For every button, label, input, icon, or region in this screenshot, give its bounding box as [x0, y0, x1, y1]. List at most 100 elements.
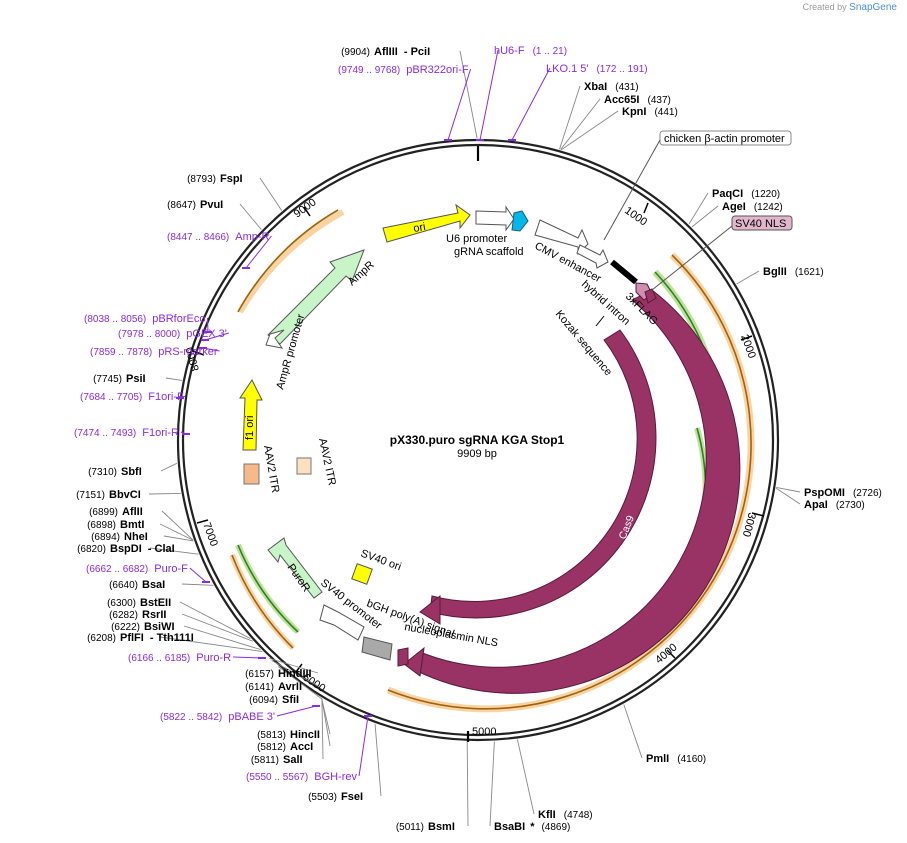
site-position: (7745): [93, 374, 122, 385]
site-name: BbvCI: [109, 489, 141, 501]
site-leader-line: [161, 510, 194, 541]
plasmid-length: 9909 bp: [457, 448, 497, 460]
nucleoplasmin-nls-block: [397, 647, 409, 667]
site-leader-line: [165, 377, 183, 381]
callouts: chicken β-actin promoter SV40 NLS: [603, 130, 793, 291]
site-leader-line: [148, 493, 181, 495]
site-position: (5503): [308, 792, 337, 803]
site-bspdi-25: (6820)BspDI- ClaI: [77, 543, 199, 555]
site-leader-line: [776, 486, 801, 493]
site-hindiii-19: (6157)HindIII: [245, 657, 319, 680]
site-bsai-24: (6640) BsaI: [109, 579, 214, 591]
restriction-sites: (9904)AflIII- PciI(431)XbaI(437)Acc65I(4…: [76, 46, 882, 833]
site-name: PspOMI: [804, 487, 845, 499]
tick-9000: [303, 206, 311, 217]
site-psii-31: (7745) PsiI: [93, 373, 183, 385]
site-paqci-4: (1220)PaqCI: [688, 188, 780, 225]
site-position: (5811): [251, 755, 279, 766]
site-position: (2726): [853, 488, 882, 499]
plasmid-title: pX330.puro sgRNA KGA Stop1 9909 bp: [390, 433, 565, 460]
tick-label-7000: 7000: [200, 521, 220, 548]
tick-1000: [643, 202, 649, 214]
site-position: (4748): [564, 810, 593, 821]
site-leader-line: [561, 110, 619, 151]
site-name: PflFI: [120, 632, 144, 644]
site-kpni-3: (441)KpnI: [561, 106, 678, 151]
site-leader-line: [736, 270, 760, 285]
site-leader-line: [623, 704, 643, 759]
left-features: AmpR AmpR promoter f1 ori AAV2 ITR AAV2 …: [239, 249, 377, 494]
primer-range: (1 .. 21): [533, 46, 567, 57]
aav2-itr-left-label: AAV2 ITR: [261, 444, 281, 493]
primer-3: (8447 .. 8466)Amp-R: [167, 231, 272, 269]
primer-leader-line: [276, 705, 317, 717]
site-bsteii-23: (6300)BstEII: [107, 597, 251, 639]
site-leader-line: [321, 698, 331, 735]
site-name: BglII: [763, 266, 787, 278]
site-position: (5813): [257, 730, 286, 741]
cas9-arrowhead-outer: [403, 646, 425, 677]
site-name: BspDI: [110, 543, 142, 555]
site-leader-line: [271, 660, 319, 687]
tick-8000: [192, 350, 205, 356]
site-name: PmlI: [646, 753, 669, 765]
primer-leader-line: [245, 235, 272, 269]
site-bbvci-29: (7151)BbvCI: [76, 489, 181, 501]
sv40-nls-callout-line: [651, 225, 733, 291]
site-extra-name: *: [530, 821, 535, 833]
site-position: (5011): [396, 822, 424, 833]
primer-range: (6662 .. 6682): [86, 564, 148, 575]
f1-ori-arrow: [239, 379, 263, 451]
site-nhei-26: (6894)NheI: [91, 531, 194, 543]
site-name: BsaI: [142, 579, 165, 591]
site-name: XbaI: [584, 81, 607, 93]
primer-9: (6662 .. 6682)Puro-F: [86, 563, 210, 583]
chicken-actin-promoter-arrow: [576, 244, 609, 269]
ampr-promoter-arrow: [265, 329, 285, 349]
site-afliii-0: (9904)AflIII- PciI: [341, 46, 478, 139]
site-position: (9904): [341, 47, 370, 58]
site-name: BsmI: [428, 821, 455, 833]
tick-4000: [666, 649, 676, 659]
site-leader-line: [163, 535, 194, 542]
site-name: SfiI: [282, 694, 299, 706]
site-leader-line: [183, 625, 261, 651]
tick-6000: [295, 663, 303, 673]
primer-leader-line: [479, 49, 499, 141]
site-position: (6894): [91, 532, 120, 543]
ori-arrow: [382, 203, 471, 243]
site-pflfi-20: (6208) PflFI - Tth111I: [87, 632, 263, 652]
site-position: (4160): [677, 754, 706, 765]
site-position: (437): [647, 95, 670, 106]
site-name: SalI: [283, 754, 303, 766]
primer-4: (8038 .. 8056)pBRforEco: [84, 313, 212, 333]
site-position: (6282): [109, 610, 138, 621]
tick-2000: [740, 335, 753, 341]
tick-label-5000: 5000: [472, 726, 496, 738]
site-leader-line: [259, 177, 283, 211]
site-leader-line: [159, 523, 194, 541]
sv40-nls-callout-box: [731, 215, 793, 231]
primer-leader-line: [358, 715, 369, 777]
primer-0: (1 .. 21)hU6-F: [476, 45, 567, 141]
aav2-itr-left-box: [243, 463, 260, 485]
site-sfii-17: (6094)SfiI: [249, 666, 323, 706]
site-name: PsiI: [126, 373, 146, 385]
primer-6: (7859 .. 7878)pRS-marker: [90, 346, 220, 358]
ori-label: ori: [412, 221, 426, 235]
site-extra-name: - Tth111I: [150, 632, 194, 644]
site-leader-line: [560, 98, 601, 150]
site-leader-line: [278, 666, 323, 700]
primer-range: (7859 .. 7878): [90, 347, 152, 358]
primer-leader-line: [204, 332, 230, 341]
site-position: (6208): [87, 633, 116, 644]
chicken-actin-callout-label: chicken β-actin promoter: [664, 133, 785, 145]
site-name: HindIII: [278, 668, 312, 680]
kozak-sequence-label: Kozak sequence: [553, 308, 614, 378]
site-fspi-33: (8793)FspI: [187, 173, 283, 211]
site-position: (6640): [109, 580, 138, 591]
primer-8: (7474 .. 7493)F1ori-R: [74, 427, 190, 439]
orf-arc-puro-green: [237, 544, 299, 633]
site-extra-name: - PciI: [404, 46, 430, 58]
site-leader-line: [775, 487, 801, 505]
